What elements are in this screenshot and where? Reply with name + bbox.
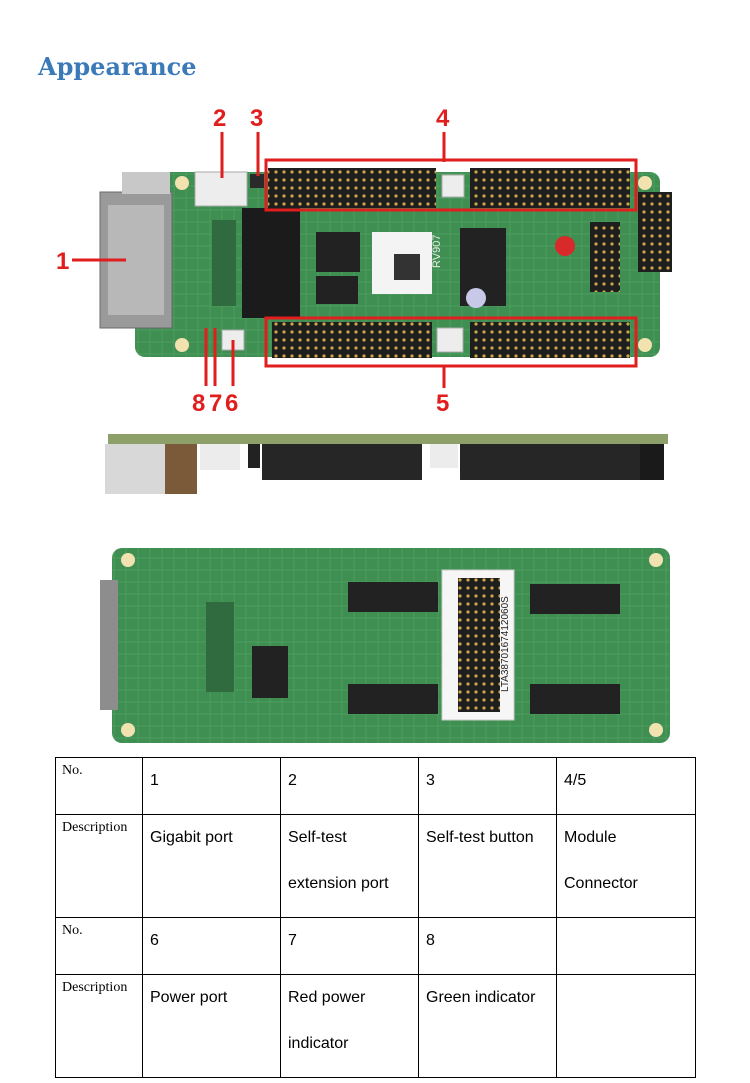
cell-line: Self-test (288, 829, 347, 846)
table-cell: Power port (142, 974, 281, 1078)
table-cell: Self-test extension port (280, 814, 419, 918)
table-cell: Red power indicator (280, 974, 419, 1078)
row-header: Description (55, 974, 143, 1078)
board-side-view (105, 434, 668, 494)
row-header: Description (55, 814, 143, 918)
table-cell: 1 (142, 757, 281, 815)
table-row: No. 6 7 8 (55, 917, 696, 975)
callout-markers (72, 132, 638, 388)
cell-line: Gigabit port (150, 829, 233, 846)
table-cell: 3 (418, 757, 557, 815)
page-title: Appearance (38, 52, 197, 81)
table-row: Description Gigabit port Self-test extens… (55, 814, 696, 918)
table-cell: 7 (280, 917, 419, 975)
cell-line: Connector (564, 875, 638, 892)
cell-line: Red power (288, 989, 366, 1006)
callout-7: 7 (209, 390, 222, 417)
board-bottom-view: LTA3870167412060S (100, 548, 670, 743)
callout-2: 2 (213, 105, 226, 132)
self-test-button (250, 174, 264, 188)
table-cell: 8 (418, 917, 557, 975)
table-cell: Green indicator (418, 974, 557, 1078)
callout-8: 8 (192, 390, 205, 417)
table-cell (556, 917, 696, 975)
table-cell: 2 (280, 757, 419, 815)
cell-line: Self-test button (426, 829, 534, 846)
cell-line: Module (564, 829, 617, 846)
cell-line: extension port (288, 875, 389, 892)
row-header: No. (55, 757, 143, 815)
callout-1: 1 (56, 248, 69, 275)
table-cell: Self-test button (418, 814, 557, 918)
row-header: No. (55, 917, 143, 975)
spec-table: No. 1 2 3 4/5 Description Gigabit port S… (55, 757, 696, 1078)
table-cell: 6 (142, 917, 281, 975)
table-cell (556, 974, 696, 1078)
callout-3: 3 (250, 105, 263, 132)
cell-line: indicator (288, 1035, 349, 1052)
table-cell: Gigabit port (142, 814, 281, 918)
table-cell: 4/5 (556, 757, 696, 815)
board-model-text: RV907 (431, 235, 443, 268)
barcode-text: LTA3870167412060S (500, 596, 511, 692)
table-row: Description Power port Red power indicato… (55, 974, 696, 1078)
callout-6: 6 (225, 390, 238, 417)
product-photos: RV907 1 2 3 4 5 6 7 8 (56, 105, 672, 743)
table-row: No. 1 2 3 4/5 (55, 757, 696, 815)
callout-5: 5 (436, 390, 449, 417)
callout-4: 4 (436, 105, 450, 132)
cell-line: Green indicator (426, 989, 536, 1006)
board-top-view: RV907 (99, 168, 672, 358)
cell-line: Power port (150, 989, 228, 1006)
